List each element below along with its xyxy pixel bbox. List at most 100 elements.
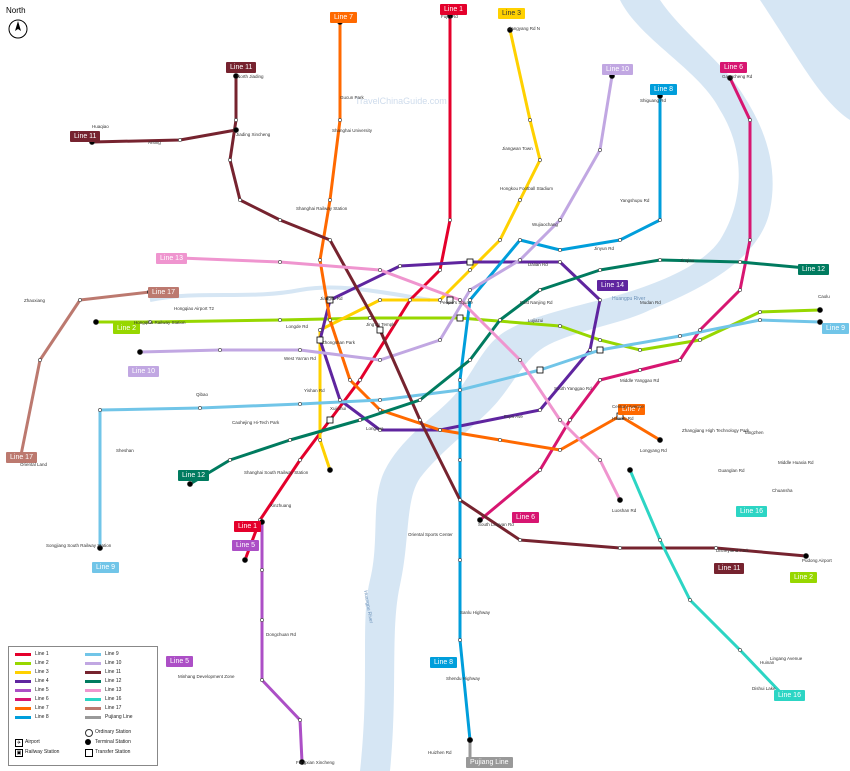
station-huizhen[interactable]: Huizhen Rd [428, 750, 452, 755]
station-marker[interactable] [588, 348, 592, 352]
badge-line17-west[interactable]: Line 17 [6, 452, 37, 463]
badge-line1-mid[interactable]: Line 1 [234, 521, 262, 532]
station-marker[interactable] [338, 118, 342, 122]
station-guanglan[interactable]: Guanglan Rd [718, 468, 745, 473]
station-marker[interactable] [260, 618, 264, 622]
terminal-station-marker[interactable] [93, 319, 99, 325]
station-marker[interactable] [518, 258, 522, 262]
badge-line11-east[interactable]: Line 11 [714, 563, 745, 574]
station-marker[interactable] [738, 288, 742, 292]
station-marker[interactable] [538, 408, 542, 412]
station-marker[interactable] [438, 268, 442, 272]
station-marker[interactable] [558, 324, 562, 328]
station-middle-yanggao[interactable]: Middle Yanggao Rd [620, 378, 660, 383]
station-marker[interactable] [458, 298, 462, 302]
station-marker[interactable] [378, 298, 382, 302]
station-marker[interactable] [228, 458, 232, 462]
badge-line7-east[interactable]: Line 7 [618, 404, 646, 415]
station-gucun[interactable]: Gucun Park [340, 95, 364, 100]
badge-line12-west[interactable]: Line 12 [178, 470, 209, 481]
station-marker[interactable] [198, 406, 202, 410]
station-century-ave[interactable]: Century Avenue [612, 404, 644, 409]
station-marker[interactable] [298, 718, 302, 722]
station-east-nanjing[interactable]: East Nanjing Rd [520, 300, 553, 305]
station-marker[interactable] [328, 238, 332, 242]
terminal-station-marker[interactable] [299, 759, 305, 765]
terminal-station-marker[interactable] [467, 737, 473, 743]
station-marker[interactable] [318, 438, 322, 442]
badge-line12-east[interactable]: Line 12 [798, 264, 829, 275]
station-marker[interactable] [758, 318, 762, 322]
terminal-station-marker[interactable] [233, 73, 239, 79]
station-yanggao-s[interactable]: South Yanggao Rd [554, 386, 592, 391]
station-mudan[interactable]: Mudan Rd [640, 300, 661, 305]
station-pudong-airport[interactable]: Pudong Airport [802, 558, 832, 563]
badge-line6-bot[interactable]: Line 6 [512, 512, 540, 523]
station-huinan[interactable]: Huinan [760, 660, 775, 665]
station-marker[interactable] [498, 438, 502, 442]
station-zhangjiang[interactable]: Zhangjiang High Technology Park [682, 428, 750, 433]
station-hongqiao-rs[interactable]: Hongqiao Railway Station [134, 320, 186, 325]
transfer-station-marker[interactable] [596, 346, 604, 354]
station-marker[interactable] [178, 138, 182, 142]
station-marker[interactable] [298, 348, 302, 352]
badge-line9-east[interactable]: Line 9 [822, 323, 850, 334]
station-jiading-xincheng[interactable]: Jiading Xincheng [236, 132, 271, 137]
station-marker[interactable] [618, 546, 622, 550]
terminal-station-marker[interactable] [137, 349, 143, 355]
station-hongqiao-t2[interactable]: Hongqiao Airport T2 [174, 306, 214, 311]
station-dalian[interactable]: Dalian Rd [528, 262, 548, 267]
terminal-station-marker[interactable] [97, 545, 103, 551]
route-line13[interactable] [178, 256, 622, 502]
station-anting[interactable]: Anting [148, 140, 161, 145]
station-marker[interactable] [358, 378, 362, 382]
station-longhua[interactable]: Longhua [366, 426, 384, 431]
station-marker[interactable] [238, 198, 242, 202]
station-caolu[interactable]: Caolu [818, 294, 830, 299]
station-marker[interactable] [698, 328, 702, 332]
station-huamu[interactable]: Huamu Rd [612, 416, 634, 421]
station-marker[interactable] [738, 648, 742, 652]
route-line12[interactable] [188, 258, 808, 486]
station-marker[interactable] [538, 288, 542, 292]
terminal-station-marker[interactable] [507, 27, 513, 33]
terminal-station-marker[interactable] [327, 467, 333, 473]
station-marker[interactable] [688, 598, 692, 602]
station-marker[interactable] [658, 538, 662, 542]
station-marker[interactable] [348, 378, 352, 382]
badge-line3-top[interactable]: Line 3 [498, 8, 526, 19]
badge-line1-top[interactable]: Line 1 [440, 4, 468, 15]
station-marker[interactable] [498, 318, 502, 322]
station-zhongshan-park[interactable]: Zhongshan Park [322, 340, 356, 345]
station-jing-an[interactable]: Jing'an Temple [366, 322, 396, 327]
station-marker[interactable] [98, 408, 102, 412]
badge-line7-top[interactable]: Line 7 [330, 12, 358, 23]
station-marker[interactable] [738, 260, 742, 264]
station-yangshupu[interactable]: Yangshupu Rd [620, 198, 650, 203]
route-line10[interactable] [138, 74, 614, 362]
station-marker[interactable] [448, 218, 452, 222]
station-marker[interactable] [518, 358, 522, 362]
station-marker[interactable] [278, 260, 282, 264]
station-marker[interactable] [338, 398, 342, 402]
transfer-station-marker[interactable] [466, 258, 474, 266]
station-marker[interactable] [558, 418, 562, 422]
station-jiangsu-rd[interactable]: Jiangsu Rd [320, 296, 343, 301]
station-marker[interactable] [598, 378, 602, 382]
route-line4[interactable] [318, 260, 602, 432]
terminal-station-marker[interactable] [817, 307, 823, 313]
transfer-station-marker[interactable] [326, 416, 334, 424]
badge-line17-top[interactable]: Line 17 [148, 287, 179, 298]
route-line17[interactable] [18, 290, 152, 462]
terminal-station-marker[interactable] [617, 497, 623, 503]
station-marker[interactable] [558, 448, 562, 452]
station-marker[interactable] [528, 118, 532, 122]
station-marker[interactable] [358, 418, 362, 422]
station-caohejing[interactable]: Caohejing Hi-Tech Park [232, 420, 280, 425]
station-marker[interactable] [658, 218, 662, 222]
station-marker[interactable] [278, 218, 282, 222]
station-marker[interactable] [398, 264, 402, 268]
station-chuansha[interactable]: Chuansha [772, 488, 793, 493]
station-middle-huaxia[interactable]: Middle Huaxia Rd [778, 460, 814, 465]
transfer-station-marker[interactable] [446, 296, 454, 304]
